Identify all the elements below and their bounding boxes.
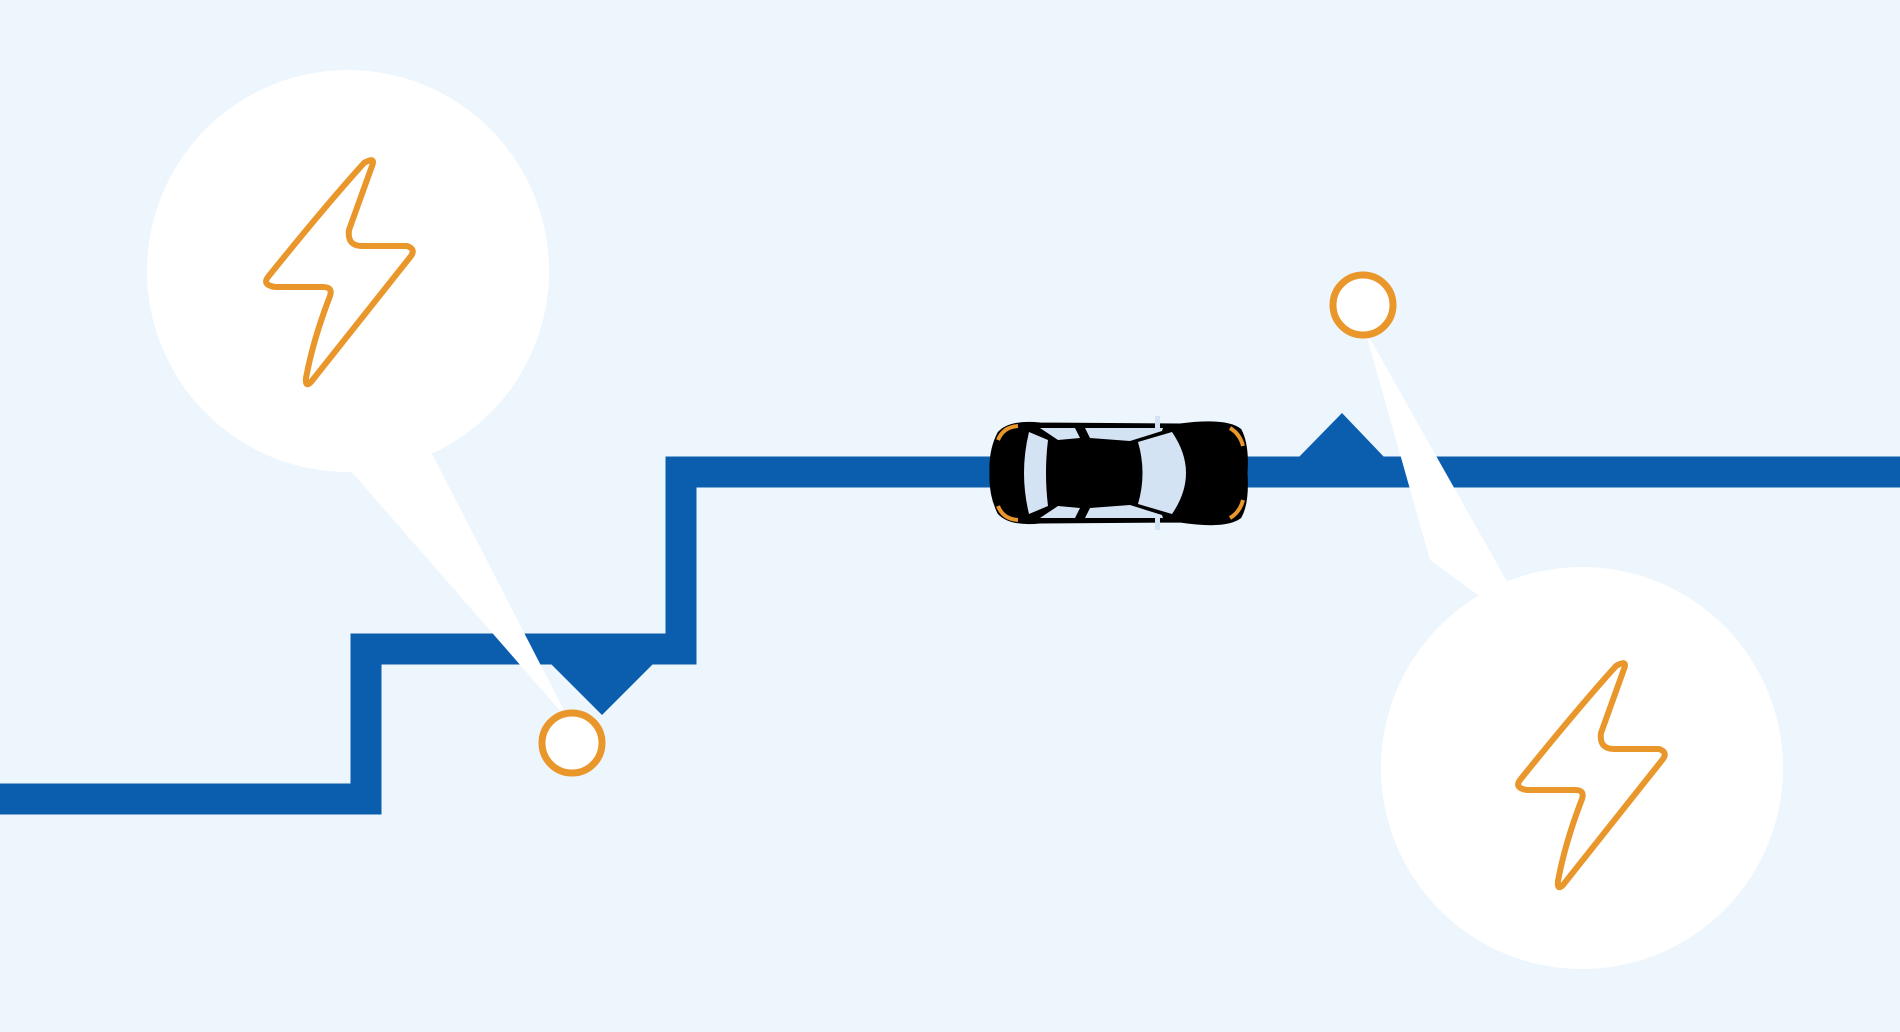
callout-bubble-left: [147, 70, 549, 472]
car-side-window-top: [1040, 428, 1080, 440]
car-side-window-top-front: [1085, 428, 1163, 441]
callout-pointer-right: [1365, 330, 1540, 640]
lightning-bolt-icon: [1515, 660, 1668, 891]
location-pin-left: [538, 709, 606, 777]
charging-callout-left: [147, 70, 606, 777]
car-body: [989, 421, 1248, 526]
car-mirror-top: [1155, 416, 1160, 428]
callout-bubble-right: [1381, 567, 1783, 969]
lightning-bolt-icon: [263, 157, 416, 388]
car-top-view-icon: [989, 416, 1248, 530]
callout-pointer-left: [350, 450, 570, 722]
car-taillight-bottom: [996, 505, 1019, 522]
charging-callout-right: [1329, 271, 1783, 969]
location-pin-right: [1329, 271, 1397, 339]
car-windshield: [1138, 432, 1186, 514]
car-rear-window: [1024, 432, 1048, 514]
car-side-window-bottom: [1040, 506, 1080, 518]
route-notch-down: [551, 664, 653, 715]
car-side-window-bottom-front: [1085, 505, 1163, 518]
car-taillight-top: [996, 424, 1019, 441]
route-notch-up: [1298, 413, 1385, 458]
car-mirror-bottom: [1155, 518, 1160, 530]
car-headlight-top: [1228, 426, 1245, 447]
car-headlight-bottom: [1228, 499, 1245, 520]
